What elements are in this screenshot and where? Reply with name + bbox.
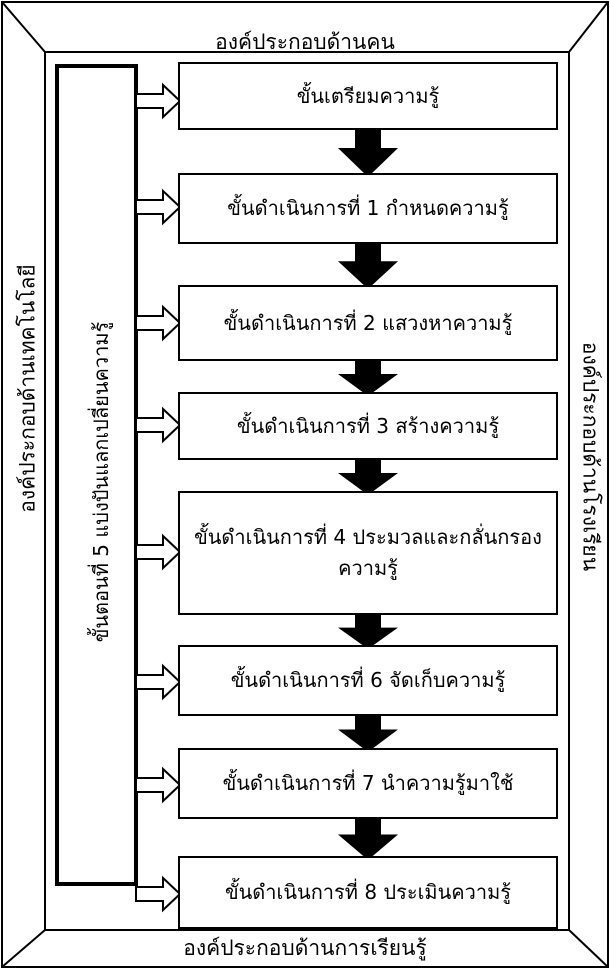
hollow-arrow-3 xyxy=(135,304,182,342)
hollow-arrow-4 xyxy=(135,406,182,444)
hollow-arrow-5 xyxy=(135,533,182,571)
hollow-arrow-1 xyxy=(135,82,182,120)
hollow-arrow-6 xyxy=(135,663,182,701)
step-3: ขั้นดำเนินการที่ 3 สร้างความรู้ xyxy=(178,392,558,460)
down-arrow-4 xyxy=(338,460,398,495)
step-7: ขั้นดำเนินการที่ 7 นำความรู้มาใช้ xyxy=(178,748,558,819)
outer-label-bottom: องค์ประกอบด้านการเรียนรู้ xyxy=(183,936,427,960)
hollow-arrow-7 xyxy=(135,766,182,804)
down-arrow-2 xyxy=(338,244,398,289)
hollow-arrow-2 xyxy=(135,188,182,226)
down-arrow-1 xyxy=(338,130,398,177)
hollow-arrows xyxy=(135,82,182,913)
down-arrow-7 xyxy=(338,819,398,860)
down-arrow-3 xyxy=(338,361,398,396)
down-arrows xyxy=(338,130,398,860)
step-2: ขั้นดำเนินการที่ 2 แสวงหาความรู้ xyxy=(178,285,558,361)
step-8: ขั้นดำเนินการที่ 8 ประเมินความรู้ xyxy=(178,856,558,929)
step-6: ขั้นดำเนินการที่ 6 จัดเก็บความรู้ xyxy=(178,645,558,716)
side-step-label: ขั้นตอนที่ 5 แบ่งปันแลกเปลี่ยนความรู้ xyxy=(89,321,113,643)
step-4: ขั้นดำเนินการที่ 4 ประมวลและกลั่นกรองควา… xyxy=(178,491,558,615)
outer-label-top: องค์ประกอบด้านคน xyxy=(215,30,395,54)
step-1: ขั้นดำเนินการที่ 1 กำหนดความรู้ xyxy=(178,173,558,244)
hollow-arrow-8 xyxy=(135,875,182,913)
outer-label-left: องค์ประกอบด้านเทคโนโลยี xyxy=(15,264,40,513)
down-arrow-5 xyxy=(338,615,398,649)
outer-label-right: องค์ประกอบด้านโรงเรียน xyxy=(578,341,603,572)
down-arrow-6 xyxy=(338,716,398,752)
step-prepare: ขั้นเตรียมความรู้ xyxy=(178,62,558,130)
